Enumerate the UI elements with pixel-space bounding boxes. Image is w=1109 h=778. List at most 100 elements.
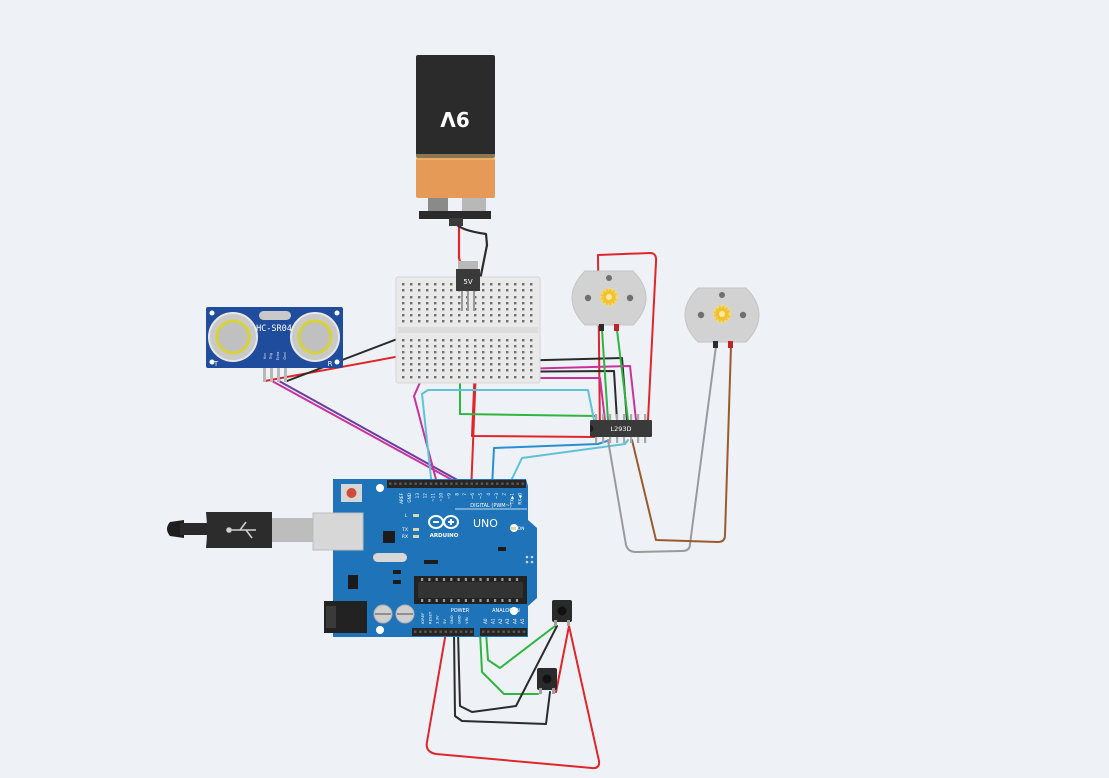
breadboard-hole[interactable] (418, 283, 421, 286)
header-pin[interactable] (414, 482, 417, 485)
breadboard-hole[interactable] (418, 376, 421, 379)
breadboard-hole[interactable] (530, 308, 533, 311)
breadboard-hole[interactable] (498, 296, 501, 299)
header-pin[interactable] (409, 482, 412, 485)
breadboard-hole[interactable] (450, 314, 453, 317)
breadboard-hole[interactable] (442, 308, 445, 311)
breadboard-hole[interactable] (402, 376, 405, 379)
header-pin[interactable] (485, 482, 489, 485)
wire-motor2-brown[interactable] (631, 345, 732, 543)
breadboard-hole[interactable] (482, 376, 485, 379)
breadboard-hole[interactable] (530, 369, 533, 372)
breadboard-hole[interactable] (418, 369, 421, 372)
breadboard-hole[interactable] (426, 314, 429, 317)
breadboard-hole[interactable] (530, 376, 533, 379)
driver-pin[interactable] (616, 436, 619, 443)
breadboard-hole[interactable] (426, 308, 429, 311)
breadboard-hole[interactable] (418, 357, 421, 360)
breadboard-hole[interactable] (402, 363, 405, 366)
breadboard-hole[interactable] (426, 376, 429, 379)
breadboard-hole[interactable] (506, 302, 509, 305)
breadboard-hole[interactable] (530, 363, 533, 366)
breadboard-hole[interactable] (410, 289, 413, 292)
breadboard-hole[interactable] (506, 314, 509, 317)
header-pin[interactable] (516, 482, 519, 485)
driver-pin[interactable] (644, 414, 647, 421)
breadboard-hole[interactable] (426, 345, 429, 348)
breadboard-hole[interactable] (498, 302, 501, 305)
breadboard-hole[interactable] (474, 369, 477, 372)
header-pin[interactable] (419, 630, 422, 633)
header-pin[interactable] (454, 630, 458, 633)
header-pin[interactable] (511, 482, 514, 485)
breadboard-hole[interactable] (442, 302, 445, 305)
breadboard-hole[interactable] (402, 369, 405, 372)
breadboard-hole[interactable] (530, 345, 533, 348)
breadboard-hole[interactable] (442, 357, 445, 360)
header-pin[interactable] (501, 482, 504, 485)
wire-sensor-trig[interactable] (271, 380, 466, 488)
breadboard-hole[interactable] (482, 339, 485, 342)
header-pin[interactable] (470, 482, 473, 485)
breadboard-hole[interactable] (410, 314, 413, 317)
breadboard-hole[interactable] (530, 320, 533, 323)
breadboard-hole[interactable] (482, 308, 485, 311)
breadboard-hole[interactable] (458, 314, 461, 317)
header-pin[interactable] (470, 630, 473, 633)
breadboard-hole[interactable] (410, 320, 413, 323)
header-pin[interactable] (429, 482, 433, 485)
breadboard-hole[interactable] (402, 351, 405, 354)
pushbutton-1[interactable] (552, 600, 572, 626)
breadboard-hole[interactable] (482, 369, 485, 372)
header-pin[interactable] (449, 630, 453, 633)
breadboard-hole[interactable] (482, 345, 485, 348)
wire-red-motor-vcc[interactable] (597, 252, 658, 437)
breadboard-hole[interactable] (490, 320, 493, 323)
breadboard-hole[interactable] (418, 289, 421, 292)
breadboard-hole[interactable] (482, 289, 485, 292)
breadboard-hole[interactable] (466, 314, 469, 317)
breadboard-hole[interactable] (410, 339, 413, 342)
breadboard-hole[interactable] (490, 369, 493, 372)
header-pin[interactable] (465, 482, 468, 485)
breadboard-hole[interactable] (426, 296, 429, 299)
breadboard-hole[interactable] (450, 339, 453, 342)
breadboard-hole[interactable] (418, 351, 421, 354)
breadboard-hole[interactable] (466, 351, 469, 354)
header-pin[interactable] (445, 482, 448, 485)
breadboard-hole[interactable] (506, 339, 509, 342)
driver-pin[interactable] (616, 414, 619, 421)
breadboard-hole[interactable] (410, 296, 413, 299)
breadboard-hole[interactable] (498, 376, 501, 379)
breadboard-hole[interactable] (522, 320, 525, 323)
ultrasonic-sensor-hc-sr04[interactable]: HC-SR04 T R Vcc Trig Echo Gnd (206, 307, 343, 382)
breadboard-hole[interactable] (506, 369, 509, 372)
breadboard-hole[interactable] (442, 283, 445, 286)
header-pin[interactable] (399, 482, 402, 485)
breadboard-hole[interactable] (490, 357, 493, 360)
pushbutton-2[interactable] (537, 668, 557, 694)
breadboard-hole[interactable] (442, 296, 445, 299)
wire-green-button-1[interactable] (485, 625, 556, 669)
voltage-regulator-5v[interactable]: 5V (456, 261, 480, 311)
breadboard-hole[interactable] (522, 308, 525, 311)
driver-pin[interactable] (637, 414, 640, 421)
breadboard-hole[interactable] (474, 296, 477, 299)
header-pin[interactable] (492, 630, 495, 633)
header-pin[interactable] (487, 630, 490, 633)
breadboard-hole[interactable] (514, 308, 517, 311)
driver-pin[interactable] (637, 436, 640, 443)
breadboard-hole[interactable] (514, 345, 517, 348)
breadboard-hole[interactable] (450, 345, 453, 348)
breadboard-hole[interactable] (530, 283, 533, 286)
breadboard-hole[interactable] (514, 314, 517, 317)
breadboard-hole[interactable] (530, 339, 533, 342)
breadboard-hole[interactable] (514, 363, 517, 366)
breadboard-hole[interactable] (418, 296, 421, 299)
breadboard-hole[interactable] (450, 289, 453, 292)
breadboard-hole[interactable] (410, 363, 413, 366)
breadboard-hole[interactable] (522, 363, 525, 366)
breadboard-hole[interactable] (466, 363, 469, 366)
breadboard-hole[interactable] (482, 357, 485, 360)
header-pin[interactable] (507, 630, 510, 633)
